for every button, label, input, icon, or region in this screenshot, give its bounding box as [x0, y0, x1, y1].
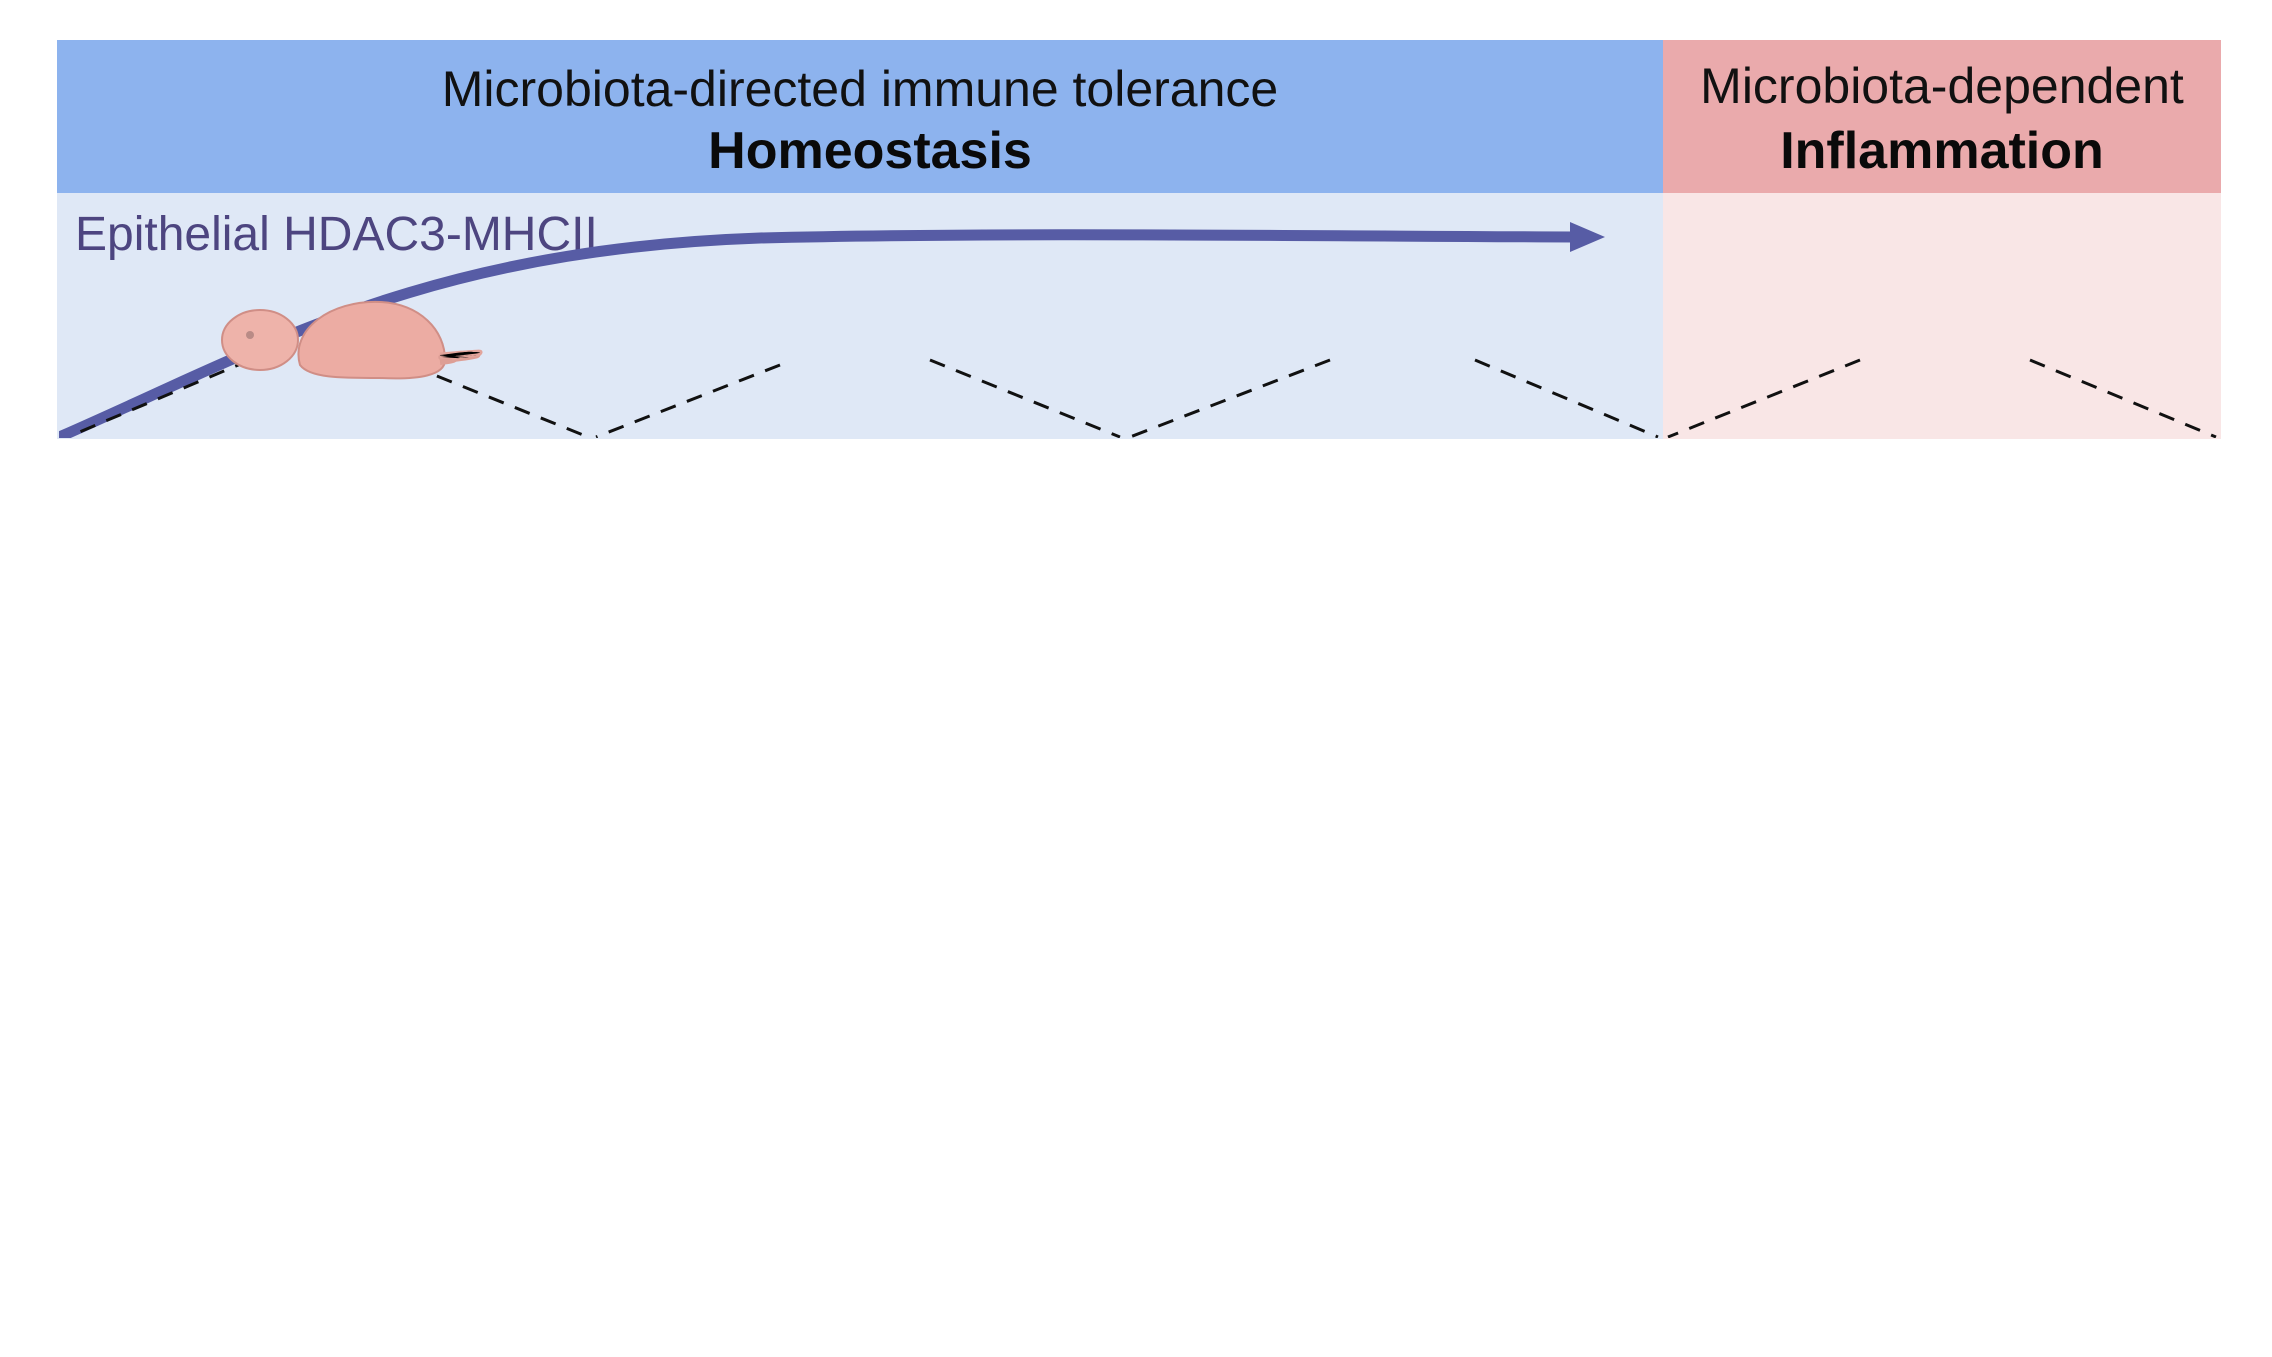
epithelial-hdac3-mhcii-label: Epithelial HDAC3-MHCII — [75, 208, 598, 261]
homeostasis-subtitle: Microbiota-directed immune tolerance — [442, 61, 1278, 117]
inflammation-title: Inflammation — [1780, 122, 2104, 180]
mouse-neonate — [221, 300, 483, 380]
epithelial-arrowhead-icon — [1570, 222, 1605, 252]
development-bg-inflammation — [1663, 193, 2221, 439]
homeostasis-title: Homeostasis — [708, 122, 1032, 180]
header: Microbiota-directed immune tolerance Hom… — [57, 40, 2221, 193]
inflammation-subtitle: Microbiota-dependent — [1700, 58, 2184, 114]
development-panel: Epithelial HDAC3-MHCII — [57, 193, 2221, 439]
header-inflammation-bg — [1663, 40, 2221, 193]
neonatal-mouse-icon — [221, 300, 483, 380]
header-homeostasis-bg — [57, 40, 1663, 193]
